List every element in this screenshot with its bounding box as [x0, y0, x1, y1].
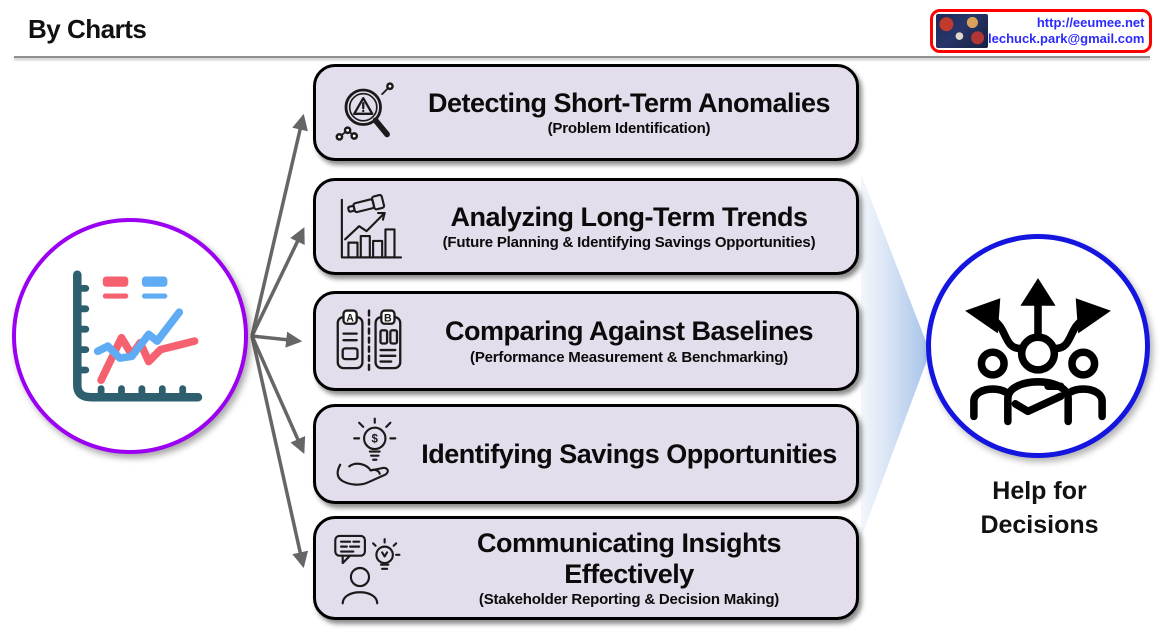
box-subtitle: (Future Planning & Identifying Savings O… — [442, 234, 816, 252]
box-title: Analyzing Long-Term Trends — [450, 201, 808, 232]
telescope-trend-chart-icon — [330, 188, 408, 266]
anomaly-magnifier-icon — [330, 74, 408, 152]
box-subtitle: (Stakeholder Reporting & Decision Making… — [478, 590, 780, 608]
arrow-to-box-1 — [250, 113, 308, 337]
decision-paths-people-icon — [965, 278, 1111, 426]
arrow-to-box-3 — [251, 331, 303, 348]
svg-text:B: B — [384, 312, 392, 324]
flow-box-trends: Analyzing Long-Term Trends (Future Plann… — [313, 178, 859, 275]
flow-box-anomalies: Detecting Short-Term Anomalies (Problem … — [313, 64, 859, 161]
box-title: Identifying Savings Opportunities — [421, 438, 837, 469]
funnel-shape — [861, 174, 930, 538]
box-title: Communicating Insights Effectively — [476, 528, 782, 589]
flow-box-savings: $ Identifying Savings Opportunities — [313, 404, 859, 504]
flow-box-baselines: A B Comparing Against Baselines (Perform… — [313, 291, 859, 391]
line-chart-icon — [73, 270, 203, 402]
author-logo-plate: http://eeumee.net lechuck.park@gmail.com — [930, 9, 1152, 53]
author-url: http://eeumee.net — [1036, 15, 1145, 30]
svg-text:$: $ — [372, 433, 379, 445]
ab-comparison-icon: A B — [330, 302, 408, 380]
arrow-to-box-5 — [250, 335, 309, 569]
source-node-charts — [12, 218, 248, 454]
box-title: Comparing Against Baselines — [444, 316, 814, 347]
savings-idea-hand-icon: $ — [330, 415, 408, 493]
box-subtitle: (Problem Identification) — [547, 120, 711, 138]
arrow-to-box-2 — [250, 227, 305, 337]
author-email: lechuck.park@gmail.com — [988, 31, 1145, 46]
target-node-label: Help for Decisions — [980, 477, 1099, 539]
arrow-to-box-4 — [250, 335, 306, 454]
header-divider — [14, 56, 1150, 58]
author-contact-text: http://eeumee.net lechuck.park@gmail.com — [988, 15, 1150, 47]
page-title: By Charts — [28, 14, 147, 44]
flow-box-communicating: Communicating Insights Effectively (Stak… — [313, 516, 859, 620]
logo-thumbnail-image — [936, 14, 988, 48]
box-title: Detecting Short-Term Anomalies — [427, 87, 831, 118]
communicate-insights-icon — [330, 529, 408, 607]
box-subtitle: (Performance Measurement & Benchmarking) — [470, 348, 788, 366]
target-node-decisions — [926, 234, 1150, 458]
svg-text:A: A — [346, 312, 354, 324]
